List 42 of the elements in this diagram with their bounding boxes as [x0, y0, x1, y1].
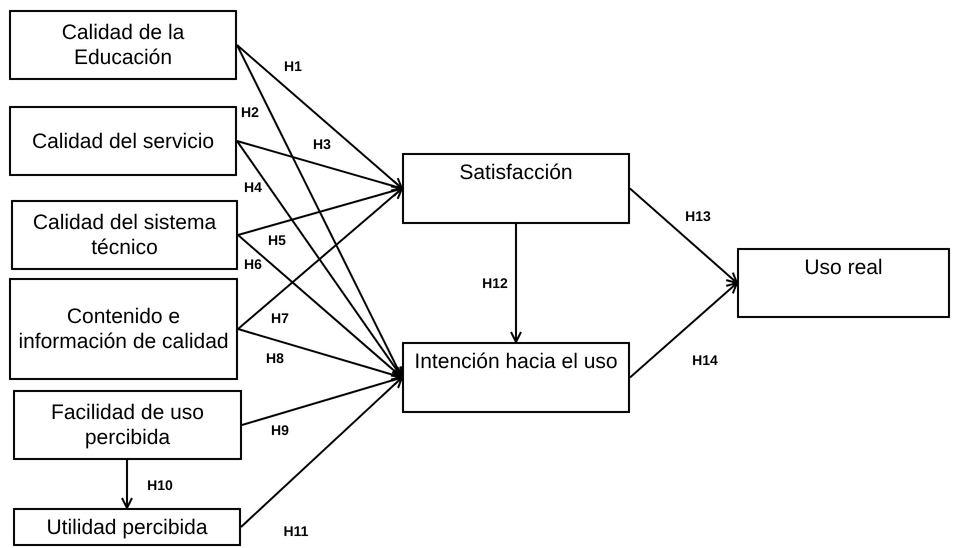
construct-name: Facilidad de uso percibida — [50, 400, 205, 450]
edge-label: H5 — [268, 232, 286, 248]
construct-box — [13, 390, 242, 460]
edge-label: H9 — [271, 422, 289, 438]
edge-label: H14 — [692, 352, 718, 368]
arrow — [121, 460, 133, 509]
edge-label: H11 — [284, 523, 308, 539]
edge-label: H7 — [271, 310, 289, 326]
construct-name: Calidad del sistema técnico — [32, 210, 218, 260]
arrow — [240, 376, 403, 528]
construct-box — [737, 248, 950, 318]
construct-box — [13, 508, 241, 546]
arrow — [236, 44, 403, 190]
edge-label: H10 — [147, 477, 173, 493]
construct-name: Uso real — [804, 255, 883, 280]
construct-box — [9, 106, 237, 176]
arrow — [629, 188, 738, 284]
construct-name: Calidad de la Educación — [60, 20, 186, 70]
construct-name: Utilidad percibida — [46, 514, 208, 540]
construct-name: Intención hacia el uso — [414, 349, 618, 374]
edge-label: H13 — [685, 208, 711, 224]
edge-label: H12 — [482, 275, 508, 291]
arrow — [242, 374, 403, 426]
edge-label: H2 — [241, 104, 259, 120]
edge-label: H1 — [284, 58, 302, 74]
edge-label: H6 — [244, 256, 262, 272]
construct-box — [402, 342, 630, 413]
construct-name: Satisfacción — [459, 160, 573, 185]
arrow — [238, 185, 403, 236]
construct-name: Contenido e información de calidad — [17, 304, 230, 354]
arrow — [236, 140, 403, 192]
construct-name: Calidad del servicio — [32, 128, 214, 154]
edge-label: H4 — [244, 179, 262, 195]
construct-box — [402, 153, 630, 224]
construct-box — [11, 200, 238, 270]
construct-box — [9, 10, 237, 80]
edge-label: H3 — [313, 136, 331, 152]
construct-box — [9, 278, 238, 380]
arrow — [510, 224, 522, 343]
arrow — [237, 188, 403, 330]
arrow — [629, 282, 738, 378]
edge-label: H8 — [266, 350, 284, 366]
